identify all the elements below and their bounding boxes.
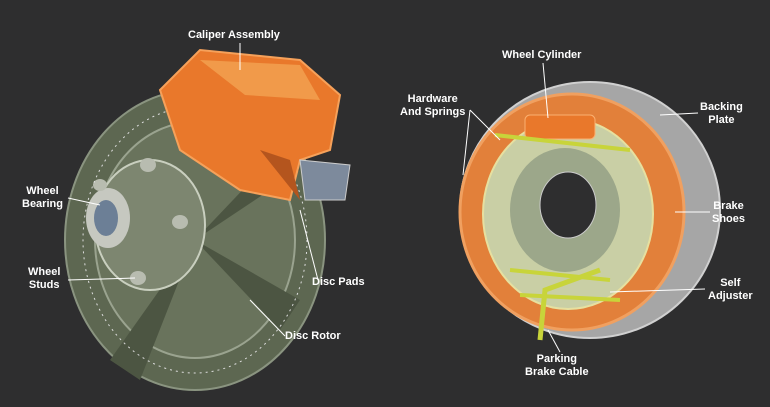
disc-pads (299, 159, 351, 201)
parking-brake-cable (537, 267, 601, 341)
label-self-adjuster: Self Adjuster (708, 277, 753, 302)
label-wheel-bearing: Wheel Bearing (22, 185, 63, 210)
wheel-studs (93, 158, 188, 285)
label-wheel-cylinder: Wheel Cylinder (502, 49, 582, 61)
label-brake-shoes: Brake Shoes (712, 200, 746, 225)
label-disc-pads: Disc Pads (312, 276, 365, 288)
label-disc-rotor: Disc Rotor (285, 330, 341, 342)
label-wheel-studs: Wheel Studs (28, 266, 61, 291)
wheel-cylinder (524, 114, 596, 140)
disc-brake-illustration (64, 48, 351, 391)
springs (494, 133, 631, 302)
label-hardware-and-springs: Hardware And Springs (400, 93, 466, 118)
label-backing-plate: Backing Plate (700, 101, 743, 126)
leader-lines (67, 43, 710, 353)
label-caliper-assembly: Caliper Assembly (188, 29, 280, 41)
drum-brake-illustration (458, 81, 721, 341)
label-parking-brake-cable: Parking Brake Cable (525, 353, 589, 378)
